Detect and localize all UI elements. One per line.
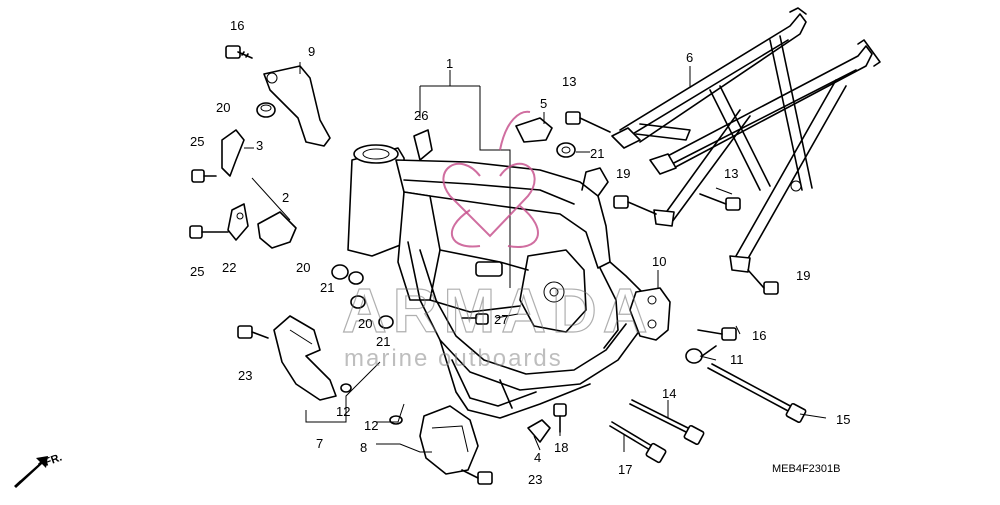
bolt-19-upper bbox=[613, 195, 657, 215]
bolt-27 bbox=[461, 313, 489, 325]
grommet-12-left bbox=[340, 383, 352, 393]
guard-7 bbox=[273, 315, 337, 401]
callout-16b: 16 bbox=[752, 328, 766, 343]
callout-22: 22 bbox=[222, 260, 236, 275]
callout-5: 5 bbox=[540, 96, 547, 111]
callout-1: 1 bbox=[446, 56, 453, 71]
callout-12a: 12 bbox=[336, 404, 350, 419]
bracket-2 bbox=[227, 203, 297, 249]
callout-16a: 16 bbox=[230, 18, 244, 33]
callout-20c: 20 bbox=[358, 316, 372, 331]
callout-12b: 12 bbox=[364, 418, 378, 433]
engine-hanger-10 bbox=[629, 287, 671, 341]
nut-21-low bbox=[378, 315, 394, 329]
callout-21b: 21 bbox=[320, 280, 334, 295]
callout-18: 18 bbox=[554, 440, 568, 455]
front-direction-label: FR. bbox=[43, 451, 64, 468]
bolt-25-bottom bbox=[189, 225, 229, 239]
callout-9: 9 bbox=[308, 44, 315, 59]
callout-21a: 21 bbox=[590, 146, 604, 161]
clip-3 bbox=[221, 129, 245, 177]
callout-6: 6 bbox=[686, 50, 693, 65]
clip-4 bbox=[527, 419, 551, 443]
callout-20b: 20 bbox=[296, 260, 310, 275]
front-direction-arrow bbox=[14, 456, 48, 488]
callout-19b: 19 bbox=[796, 268, 810, 283]
collar-20-low bbox=[350, 295, 366, 309]
bracket-9 bbox=[263, 65, 331, 147]
callout-23b: 23 bbox=[528, 472, 542, 487]
callout-25a: 25 bbox=[190, 134, 204, 149]
frame-body bbox=[347, 144, 647, 419]
callout-8: 8 bbox=[360, 440, 367, 455]
bolt-25-top bbox=[191, 169, 217, 183]
bolt-23-bottom bbox=[461, 469, 493, 485]
callout-10: 10 bbox=[652, 254, 666, 269]
callout-numbers: 1 2 3 4 5 6 7 8 9 10 11 12 12 13 13 14 1… bbox=[190, 18, 850, 487]
callout-13b: 13 bbox=[724, 166, 738, 181]
callout-21c: 21 bbox=[376, 334, 390, 349]
clip-26 bbox=[413, 129, 433, 161]
bolt-16-right bbox=[697, 327, 737, 341]
bolt-13-right bbox=[699, 193, 741, 211]
grommet-12-right bbox=[389, 415, 403, 425]
bolt-14 bbox=[629, 399, 705, 446]
bolt-13-top bbox=[565, 111, 611, 133]
nut-24 bbox=[556, 142, 576, 158]
callout-25b: 25 bbox=[190, 264, 204, 279]
callout-17: 17 bbox=[618, 462, 632, 477]
leader-lines bbox=[244, 62, 827, 453]
callout-27: 27 bbox=[494, 312, 508, 327]
bolt-15 bbox=[707, 363, 807, 424]
callout-20a: 20 bbox=[216, 100, 230, 115]
watermark-logo bbox=[442, 110, 539, 248]
callout-15: 15 bbox=[836, 412, 850, 427]
callout-23a: 23 bbox=[238, 368, 252, 383]
bolt-17 bbox=[609, 421, 667, 464]
collar-20-top bbox=[256, 102, 276, 118]
callout-4: 4 bbox=[534, 450, 541, 465]
nut-21-mid bbox=[348, 271, 364, 285]
guard-8 bbox=[419, 405, 479, 475]
watermark-tagline: marine outboards bbox=[344, 345, 563, 372]
bracket-5 bbox=[515, 117, 553, 143]
callout-13a: 13 bbox=[562, 74, 576, 89]
bolt-19-lower bbox=[747, 269, 779, 295]
diagram-code: MEB4F2301B bbox=[772, 463, 840, 475]
callout-11: 11 bbox=[730, 352, 744, 367]
callout-26: 26 bbox=[414, 108, 428, 123]
sub-frame bbox=[611, 7, 881, 273]
collar-11 bbox=[685, 345, 717, 364]
collar-20-mid bbox=[331, 264, 349, 280]
callout-3: 3 bbox=[256, 138, 263, 153]
callout-2: 2 bbox=[282, 190, 289, 205]
watermark-brand: ARMADA bbox=[342, 277, 654, 346]
bolt-16-left bbox=[225, 45, 253, 59]
bolt-23-left bbox=[237, 325, 269, 339]
callout-14: 14 bbox=[662, 386, 676, 401]
callout-7: 7 bbox=[316, 436, 323, 451]
callout-19a: 19 bbox=[616, 166, 630, 181]
